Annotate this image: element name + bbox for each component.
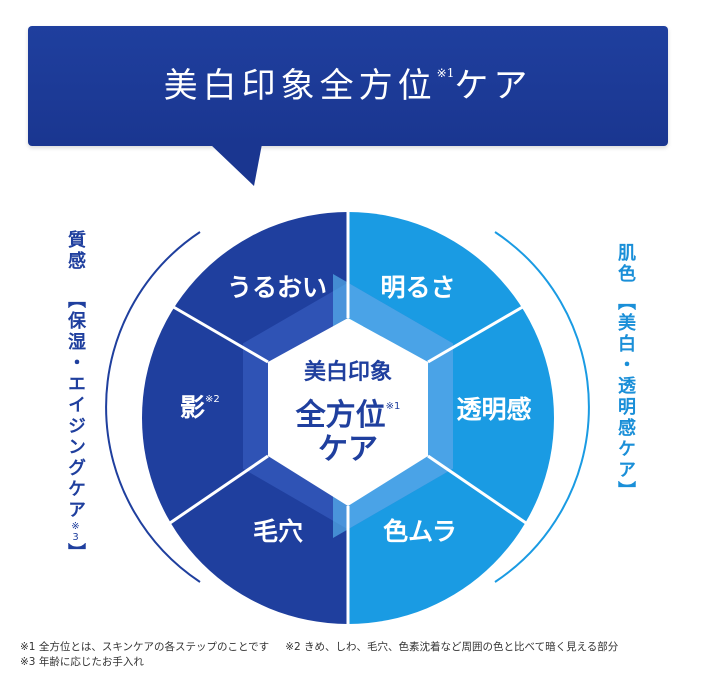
header-title-end: ケア	[454, 65, 533, 106]
segment-right: 透明感	[456, 395, 532, 424]
left-arc	[105, 231, 201, 583]
left-label-close: 】	[65, 543, 86, 564]
segment-top-left: うるおい	[226, 273, 327, 302]
center-line3: ケア	[318, 432, 378, 467]
center-hexagon	[268, 318, 428, 506]
footnote-2: ※2 きめ、しわ、毛穴、色素沈着など周囲の色と比べて暗く見える部分	[285, 641, 619, 653]
center-line2: 全方位	[295, 398, 386, 433]
header-title: 美白印象全方位※1ケア	[164, 58, 533, 107]
footnote-1: ※1 全方位とは、スキンケアの各ステップのことです	[20, 641, 270, 653]
header-title-main: 美白印象全方位	[163, 65, 437, 106]
left-label-detail: 【保湿・エイジングケア※3】	[62, 290, 88, 564]
center-line2-wrap: 全方位※1	[268, 390, 428, 433]
segment-bottom-right: 色ムラ	[383, 517, 457, 546]
center-line1: 美白印象	[303, 360, 392, 385]
segment-left-label: 影	[180, 393, 206, 422]
footnote-3: ※3 年齢に応じたお手入れ	[20, 656, 144, 668]
left-label-heading: 質感	[65, 230, 86, 272]
center-text: 美白印象 全方位※1 ケア	[268, 356, 428, 467]
center-sup: ※1	[385, 401, 401, 412]
segment-bottom-left: 毛穴	[252, 517, 303, 546]
left-label-sup: ※3	[70, 521, 81, 543]
right-arc	[494, 231, 590, 583]
footnotes: ※1 全方位とは、スキンケアの各ステップのことです ※2 きめ、しわ、毛穴、色素沈…	[20, 640, 634, 670]
segment-top-right: 明るさ	[380, 273, 456, 302]
segment-left-sup: ※2	[205, 394, 220, 405]
right-label-detail: 【美白・透明感ケア】	[615, 292, 636, 502]
header-banner: 美白印象全方位※1ケア	[28, 26, 668, 146]
header-title-sup: ※1	[436, 65, 455, 80]
right-label-heading: 肌色	[615, 243, 636, 285]
left-label-detail-text: 【保湿・エイジングケア	[65, 290, 86, 521]
segment-left: 影※2	[180, 388, 220, 424]
